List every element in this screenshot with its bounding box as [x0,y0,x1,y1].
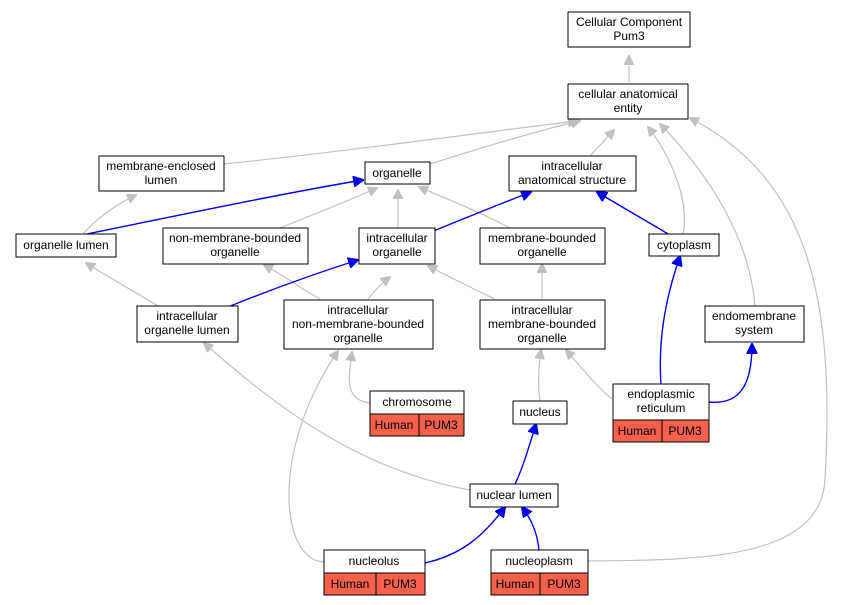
node-label: organelle [210,245,260,259]
edge-chromosome-to-inmbo [349,352,371,404]
edge-nucleus-to-imbo [539,350,541,402]
node-organelle-lumen[interactable]: organelle lumen [15,233,117,258]
node-label: Pum3 [613,29,645,43]
node-label: organelle [517,245,567,259]
node-organelle[interactable]: organelle [364,161,431,185]
node-intracellular-organelle[interactable]: intracellular organelle [358,227,436,265]
node-label: intracellular [156,309,217,323]
edge-endomembrane-to-entity [660,124,756,307]
edge-io-partof-ias [430,192,531,233]
node-label: organelle [372,245,422,259]
node-label: intracellular [327,303,388,317]
node-label: chromosome [382,395,452,409]
edge-orglumen-partof-organelle [81,180,363,236]
edge-iol-partof-io [227,260,358,308]
gene-label: PUM3 [668,424,702,438]
node-endoplasmic-reticulum[interactable]: endoplasmic reticulum Human PUM3 [612,383,710,443]
edge-orglumen-to-mel [82,195,136,235]
node-intracellular-non-membrane-bounded-organelle[interactable]: intracellular non-membrane-bounded organ… [283,299,434,350]
node-label: nucleolus [349,554,400,568]
node-label: intracellular [541,159,602,173]
species-label: Human [331,577,370,591]
node-label: membrane-bounded [488,231,596,245]
gene-tag [418,413,465,437]
node-intracellular-anatomical-structure[interactable]: intracellular anatomical structure [508,155,637,192]
node-label: organelle lumen [144,323,229,337]
node-label: intracellular [511,303,572,317]
node-label: organelle lumen [23,238,108,252]
edge-imbo-to-io [428,266,496,300]
edge-er-to-imbo [566,350,613,400]
node-label: membrane-enclosed [106,159,215,173]
node-label: organelle [333,331,383,345]
graph-nodes: Cellular Component Pum3 cellular anatomi… [15,11,805,596]
species-label: Human [618,424,657,438]
node-nucleus[interactable]: nucleus [512,400,568,425]
node-label: organelle [517,331,567,345]
edge-er-partof-cytoplasm [659,256,680,386]
node-chromosome[interactable]: chromosome Human PUM3 [369,390,465,437]
node-label: lumen [145,173,178,187]
node-label: cytoplasm [657,238,711,252]
edge-nucleolus-partof-nuclearlumen [424,507,505,564]
gene-tag [539,572,589,596]
node-label: reticulum [637,401,686,415]
node-label: membrane-bounded [488,317,596,331]
species-label: Human [496,577,535,591]
node-label: system [735,323,773,337]
edge-nucleoplasm-partof-nuclearlumen [522,507,540,551]
gene-tag [661,419,710,443]
edge-organelle-to-entity [429,121,580,165]
node-cytoplasm[interactable]: cytoplasm [648,233,720,257]
node-intracellular-organelle-lumen[interactable]: intracellular organelle lumen [136,305,239,343]
edge-nucleoplasm-to-entity [587,118,828,562]
node-label: nucleoplasm [505,554,572,568]
node-label: endoplasmic [627,387,694,401]
node-label: anatomical structure [518,173,626,187]
node-cellular-anatomical-entity[interactable]: cellular anatomical entity [567,83,689,120]
node-label: endomembrane [712,309,796,323]
node-non-membrane-bounded-organelle[interactable]: non-membrane-bounded organelle [162,227,309,265]
edge-cytoplasm-partof-ias [597,192,669,235]
node-nucleoplasm[interactable]: nucleoplasm Human PUM3 [490,549,589,596]
node-intracellular-membrane-bounded-organelle[interactable]: intracellular membrane-bounded organelle [479,299,606,350]
edge-iol-to-orglumen [86,263,159,307]
node-label: non-membrane-bounded [292,317,424,331]
edge-inmbo-to-io [367,277,390,300]
edge-nuclearlumen-to-iol [204,343,471,491]
node-label: entity [614,101,643,115]
gene-label: PUM3 [547,577,581,591]
node-label: non-membrane-bounded [169,231,301,245]
node-endomembrane-system[interactable]: endomembrane system [704,305,805,343]
node-label: cellular anatomical [578,87,677,101]
node-membrane-enclosed-lumen[interactable]: membrane-enclosed lumen [98,155,225,192]
node-label: Cellular Component [576,15,683,29]
edge-cytoplasm-to-entity [648,127,685,235]
node-label: nuclear lumen [476,488,551,502]
node-cellular-component-pum3[interactable]: Cellular Component Pum3 [567,11,691,48]
edge-nmbo-to-organelle [279,188,377,229]
graph-edges [81,56,828,564]
edge-er-partof-endomembrane [708,344,752,403]
gene-tag [375,572,426,596]
species-label: Human [375,418,414,432]
edge-nuclearlumen-partof-nucleus [514,424,536,485]
node-membrane-bounded-organelle[interactable]: membrane-bounded organelle [479,227,606,265]
node-nuclear-lumen[interactable]: nuclear lumen [469,483,559,508]
edge-mbo-to-organelle [419,187,511,229]
edge-mel-to-entity [223,121,577,165]
edge-nucleolus-to-inmbo [288,351,338,563]
node-label: organelle [372,166,422,180]
gene-label: PUM3 [424,418,458,432]
edge-ias-to-entity [589,130,614,157]
node-label: nucleus [519,405,560,419]
gene-label: PUM3 [383,577,417,591]
node-nucleolus[interactable]: nucleolus Human PUM3 [323,549,426,596]
node-label: intracellular [366,231,427,245]
